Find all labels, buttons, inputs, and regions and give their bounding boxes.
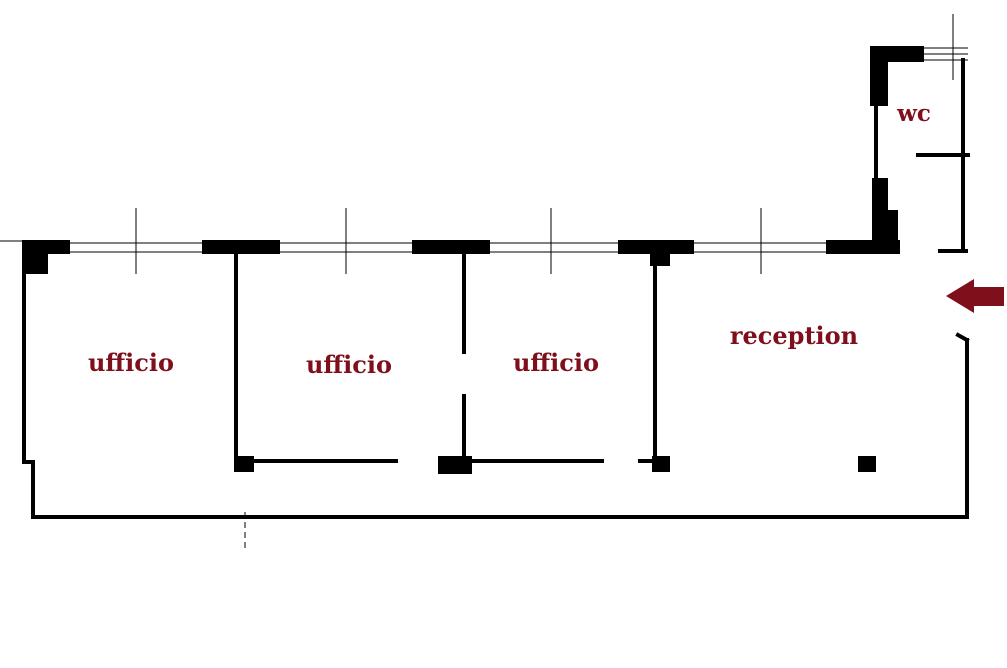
room-label-wc: wc — [896, 100, 931, 127]
entrance-arrow-icon — [946, 279, 1004, 313]
room-label-reception: reception — [730, 321, 858, 350]
outer-walls — [22, 250, 970, 548]
wc-walls — [870, 14, 970, 253]
room-label-office-1: ufficio — [88, 348, 174, 377]
pillars-top — [22, 240, 900, 274]
windows-top — [0, 208, 828, 274]
interior-walls — [234, 252, 876, 474]
room-label-office-3: ufficio — [513, 348, 599, 377]
room-label-office-2: ufficio — [306, 350, 392, 379]
